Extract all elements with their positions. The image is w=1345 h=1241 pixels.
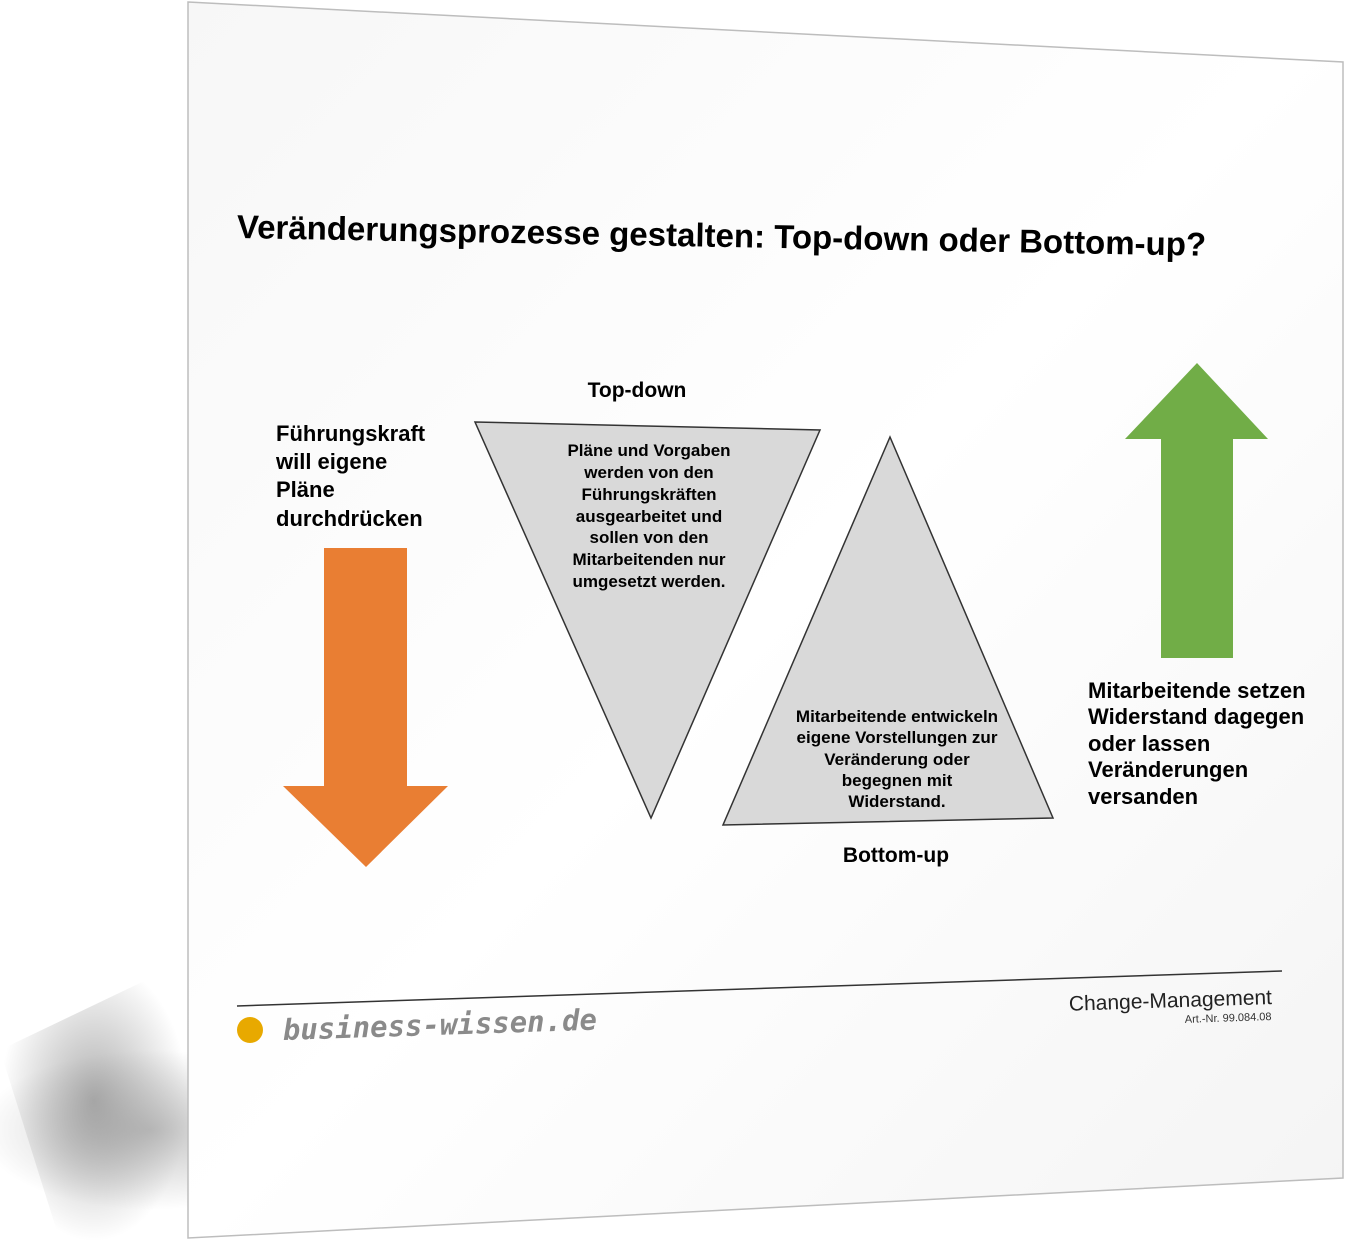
top-down-text-line: umgesetzt werden. [572, 572, 725, 591]
left-note: Führungskraft will eigene Pläne durchdrü… [275, 421, 426, 531]
right-note-line: Veränderungen [1088, 757, 1248, 782]
right-note-line: versanden [1088, 784, 1198, 809]
footer-divider [236, 970, 1283, 1007]
bottom-up-text-line: Mitarbeitende entwickeln [796, 707, 998, 726]
right-note-line: Widerstand dagegen [1088, 704, 1304, 729]
top-down-text-line: Mitarbeitenden nur [572, 550, 725, 569]
bottom-up-text-line: Widerstand. [848, 792, 945, 811]
top-down-text-line: ausgearbeitet und [576, 507, 722, 526]
bottom-up-text-line: Veränderung oder [824, 750, 970, 769]
page-sheet [187, 1, 1344, 1239]
top-down-triangle [473, 421, 822, 820]
top-down-text-line: Pläne und Vorgaben [567, 441, 730, 460]
bottom-up-triangle [721, 435, 1055, 826]
bottom-up-label: Bottom-up [843, 844, 949, 867]
bottom-up-text: Mitarbeitende entwickeln eigene Vorstell… [796, 707, 998, 811]
left-note-line: Führungskraft [276, 421, 426, 446]
arrow-down-icon [283, 548, 448, 867]
top-down-text: Pläne und Vorgaben werden von den Führun… [567, 441, 730, 591]
left-note-line: durchdrücken [276, 506, 423, 531]
right-note-line: Mitarbeitende setzen [1088, 678, 1306, 703]
bottom-up-text-line: begegnen mit [842, 771, 953, 790]
bottom-up-text-line: eigene Vorstellungen zur [797, 728, 998, 747]
top-down-text-line: Führungskräften [581, 485, 716, 504]
top-down-text-line: sollen von den [589, 528, 708, 547]
logo-dot-icon [237, 1017, 263, 1043]
footer-article-number: Art.-Nr. 99.084.08 [1185, 1011, 1272, 1026]
right-note: Mitarbeitende setzen Widerstand dagegen … [1088, 678, 1306, 809]
right-note-line: oder lassen [1088, 731, 1210, 756]
top-down-text-line: werden von den [583, 463, 713, 482]
left-note-line: Pläne [276, 477, 335, 502]
top-down-label: Top-down [588, 379, 687, 402]
arrow-up-icon [1125, 363, 1268, 658]
left-note-line: will eigene [275, 449, 387, 474]
